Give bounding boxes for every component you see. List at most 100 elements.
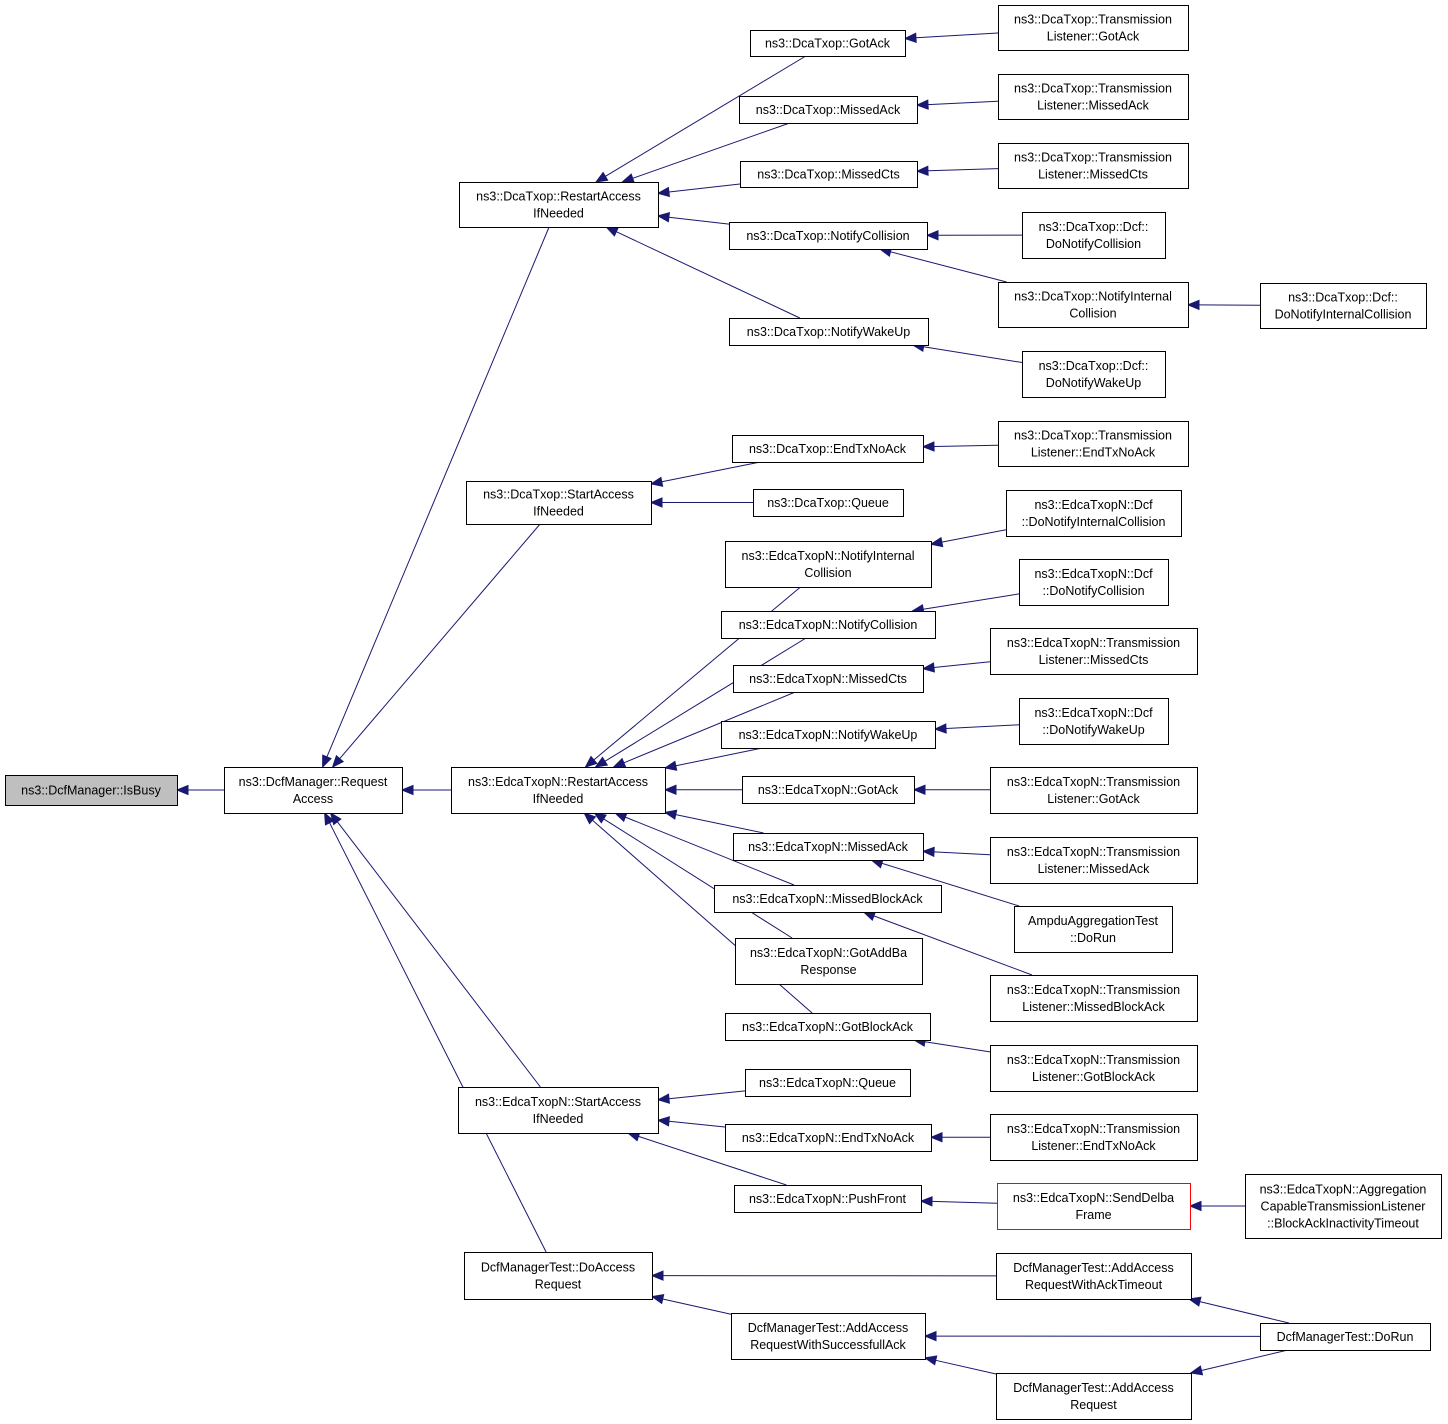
node-tl-endtx[interactable]: ns3::DcaTxop::TransmissionListener::EndT… <box>998 421 1189 467</box>
node-label-line: ::DoNotifyInternalCollision <box>1022 515 1166 529</box>
call-edge-dcf_donotifycoll-to-dca_notifycoll <box>925 230 1023 241</box>
node-label-line: ns3::EdcaTxopN::Dcf <box>1034 567 1153 581</box>
arrowhead <box>1189 1365 1204 1376</box>
node-etl-missedack[interactable]: ns3::EdcaTxopN::TransmissionListener::Mi… <box>990 837 1198 884</box>
call-edge-etl_missedcts-to-edca_missedcts <box>921 661 991 673</box>
call-edge-dcftest_dorun-to-dcftest_addaccess_succ <box>923 1330 1261 1342</box>
node-tl-gotack[interactable]: ns3::DcaTxop::TransmissionListener::GotA… <box>998 5 1189 51</box>
node-label-line: ns3::EdcaTxopN::NotifyWakeUp <box>739 728 918 742</box>
edge-line <box>329 822 547 1253</box>
node-box <box>725 541 932 588</box>
arrowhead <box>663 784 677 796</box>
edge-line <box>873 915 1033 976</box>
arrowhead <box>663 809 678 820</box>
node-edca-missedcts[interactable]: ns3::EdcaTxopN::MissedCts <box>733 665 924 693</box>
call-edge-edca_restart-to-reqaccess <box>400 784 451 796</box>
arrowhead <box>656 1116 670 1127</box>
node-dca-gotack[interactable]: ns3::DcaTxop::GotAck <box>750 30 906 57</box>
node-dcf-donotifycoll[interactable]: ns3::DcaTxop::Dcf::DoNotifyCollision <box>1022 212 1166 259</box>
node-edcf-donotifycoll[interactable]: ns3::EdcaTxopN::Dcf::DoNotifyCollision <box>1019 559 1169 606</box>
node-dcftest-addaccess-timeout[interactable]: DcfManagerTest::AddAccessRequestWithAckT… <box>996 1253 1192 1300</box>
node-label-line: ::DoNotifyWakeUp <box>1042 723 1144 737</box>
node-edca-pushfront[interactable]: ns3::EdcaTxopN::PushFront <box>734 1185 922 1213</box>
node-aggr-listener[interactable]: ns3::EdcaTxopN::AggregationCapableTransm… <box>1245 1174 1442 1239</box>
edge-line <box>625 816 795 886</box>
arrowhead <box>903 32 917 44</box>
edge-line <box>675 747 763 767</box>
node-label-line: RequestWithAckTimeout <box>1025 1278 1163 1292</box>
node-etl-endtx[interactable]: ns3::EdcaTxopN::TransmissionListener::En… <box>990 1114 1198 1161</box>
node-dca-notifycoll[interactable]: ns3::DcaTxop::NotifyCollision <box>729 222 928 250</box>
call-edge-dca_endtx-to-dca_start <box>649 461 761 487</box>
edge-line <box>668 1120 726 1128</box>
edge-line <box>326 226 550 758</box>
node-edca-notifycoll[interactable]: ns3::EdcaTxopN::NotifyCollision <box>721 611 936 639</box>
node-label-line: ns3::EdcaTxopN::GotAddBa <box>750 946 907 960</box>
node-dca-endtx[interactable]: ns3::DcaTxop::EndTxNoAck <box>732 435 924 463</box>
node-edca-notifyint[interactable]: ns3::EdcaTxopN::NotifyInternalCollision <box>725 541 932 588</box>
edge-line <box>931 1200 998 1204</box>
call-edge-dca_start-to-reqaccess <box>331 523 541 769</box>
node-dcf-donotifyint[interactable]: ns3::DcaTxop::Dcf::DoNotifyInternalColli… <box>1260 283 1427 329</box>
node-edca-gotack[interactable]: ns3::EdcaTxopN::GotAck <box>742 776 915 804</box>
node-isbusy[interactable]: ns3::DcfManager::IsBusy <box>5 775 178 806</box>
node-ampdu-dorun[interactable]: AmpduAggregationTest::DoRun <box>1014 906 1173 953</box>
node-box <box>1260 283 1427 329</box>
node-etl-missedcts[interactable]: ns3::EdcaTxopN::TransmissionListener::Mi… <box>990 628 1198 675</box>
arrowhead <box>912 784 926 795</box>
node-box <box>990 975 1198 1022</box>
node-etl-gotack[interactable]: ns3::EdcaTxopN::TransmissionListener::Go… <box>990 767 1198 814</box>
arrowhead <box>656 212 670 223</box>
node-dcftest-dorun[interactable]: DcfManagerTest::DoRun <box>1260 1323 1431 1351</box>
node-label-line: ns3::EdcaTxopN::NotifyCollision <box>739 618 918 632</box>
node-label-line: Response <box>800 963 856 977</box>
node-etl-missedblock[interactable]: ns3::EdcaTxopN::TransmissionListener::Mi… <box>990 975 1198 1022</box>
node-edcf-donotifywake[interactable]: ns3::EdcaTxopN::Dcf::DoNotifyWakeUp <box>1019 698 1169 745</box>
node-edcf-donotifyint[interactable]: ns3::EdcaTxopN::Dcf::DoNotifyInternalCol… <box>1006 490 1182 537</box>
node-edca-missedack[interactable]: ns3::EdcaTxopN::MissedAck <box>733 833 924 861</box>
node-edca-queue[interactable]: ns3::EdcaTxopN::Queue <box>745 1069 911 1097</box>
arrowhead <box>613 812 628 823</box>
node-edca-endtx[interactable]: ns3::EdcaTxopN::EndTxNoAck <box>725 1124 932 1152</box>
node-dca-notifywake[interactable]: ns3::DcaTxop::NotifyWakeUp <box>729 318 929 346</box>
node-edca-notifywake[interactable]: ns3::EdcaTxopN::NotifyWakeUp <box>721 721 936 749</box>
node-edca-missedblock[interactable]: ns3::EdcaTxopN::MissedBlockAck <box>714 885 942 913</box>
node-dca-missedcts[interactable]: ns3::DcaTxop::MissedCts <box>740 161 918 188</box>
call-edge-edca_gotack-to-edca_restart <box>663 784 743 796</box>
edge-line <box>638 1135 787 1186</box>
node-box <box>998 143 1189 189</box>
node-tl-missedcts[interactable]: ns3::DcaTxop::TransmissionListener::Miss… <box>998 143 1189 189</box>
arrowhead <box>915 99 929 110</box>
node-tl-missedack[interactable]: ns3::DcaTxop::TransmissionListener::Miss… <box>998 74 1189 120</box>
call-edge-dcftest_dorun-to-dcftest_addaccess_timeout <box>1187 1296 1290 1324</box>
node-dca-notifyint[interactable]: ns3::DcaTxop::NotifyInternalCollision <box>998 282 1189 328</box>
node-dcf-donotifywake[interactable]: ns3::DcaTxop::Dcf::DoNotifyWakeUp <box>1022 351 1166 398</box>
node-label-line: Listener::GotBlockAck <box>1032 1070 1156 1084</box>
node-dca-queue[interactable]: ns3::DcaTxop::Queue <box>753 489 904 517</box>
node-label-line: DoNotifyInternalCollision <box>1275 308 1412 322</box>
edge-line <box>927 168 999 172</box>
node-dcftest-addaccess-succ[interactable]: DcfManagerTest::AddAccessRequestWithSucc… <box>731 1313 926 1360</box>
call-edge-edca_missedack-to-edca_restart <box>663 809 764 834</box>
node-etl-gotblock[interactable]: ns3::EdcaTxopN::TransmissionListener::Go… <box>990 1045 1198 1092</box>
node-label-line: DoNotifyWakeUp <box>1046 376 1141 390</box>
node-box <box>721 611 936 639</box>
node-dca-missedack[interactable]: ns3::DcaTxop::MissedAck <box>739 96 918 124</box>
call-edge-tl_endtx-to-dca_endtx <box>921 441 999 452</box>
arrowhead <box>663 760 678 771</box>
arrowhead <box>594 756 609 768</box>
call-edge-dca_notifyint-to-dca_notifycoll <box>878 246 1007 283</box>
node-edca-gotblock[interactable]: ns3::EdcaTxopN::GotBlockAck <box>725 1013 931 1041</box>
node-label-line: ns3::EdcaTxopN::Dcf <box>1034 706 1153 720</box>
node-box <box>466 481 652 525</box>
node-label-line: ns3::EdcaTxopN::Transmission <box>1007 775 1180 789</box>
